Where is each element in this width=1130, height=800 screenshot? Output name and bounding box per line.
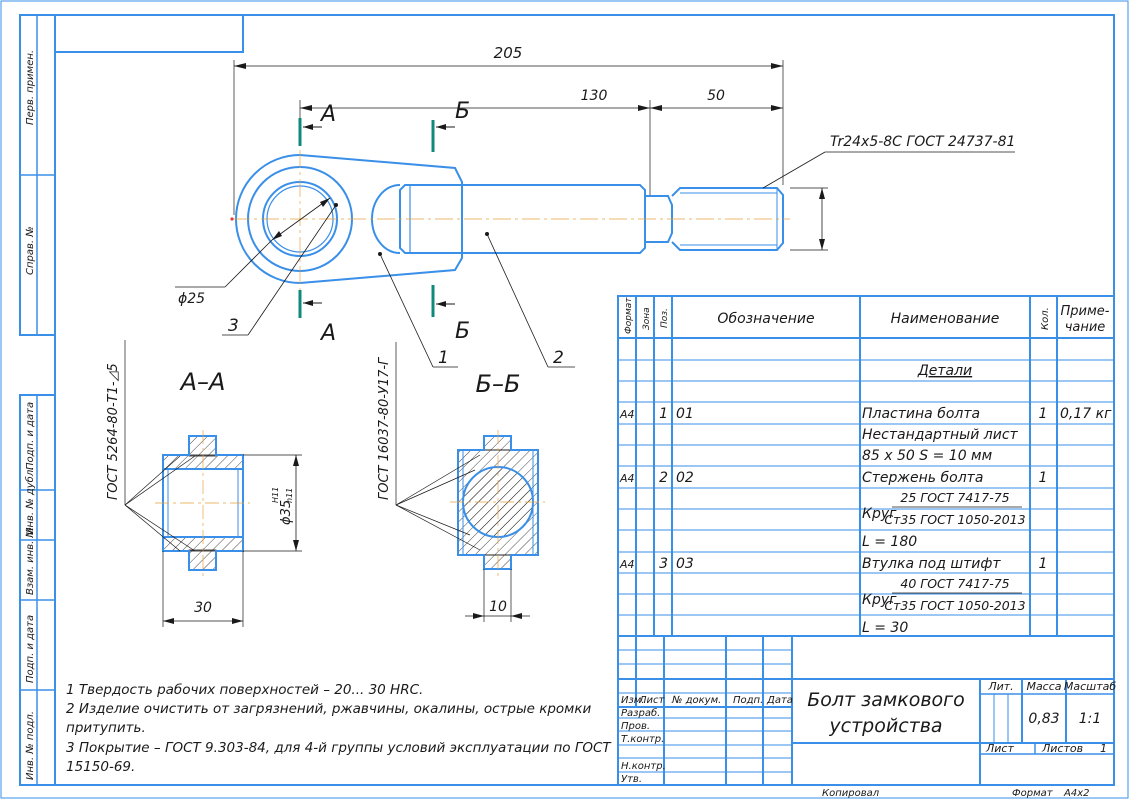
row1-note: 0,17 кг	[1060, 406, 1112, 422]
tb-lit: Лит.	[987, 680, 1013, 693]
dim-phi35-tol-top: H11	[271, 487, 280, 503]
row6-name: L = 180	[862, 534, 917, 550]
tb-scale: Масштаб	[1064, 680, 1116, 693]
header-qty: Кол.	[1040, 307, 1051, 330]
position-3: 3	[228, 316, 239, 336]
tb-copied: Копировал	[822, 788, 880, 799]
tb-sheets: Листов	[1041, 742, 1083, 755]
row8-numerator: 40 ГОСТ 7417-75	[900, 576, 1009, 591]
position-2: 2	[553, 348, 564, 368]
tb-role-3: Т.контр.	[621, 734, 664, 745]
header-format: Формат	[624, 297, 634, 334]
note-line-5: 15150-69.	[66, 759, 135, 775]
row4-name: Стержень болта	[862, 470, 983, 486]
dim-10: 10	[489, 599, 507, 615]
header-pos: Поз.	[660, 308, 670, 328]
tb-sign: Подп.	[733, 695, 763, 706]
header-designation: Обозначение	[717, 311, 814, 327]
header-zone: Зона	[642, 307, 652, 330]
thread-label: Tr24x5-8C ГОСТ 24737-81	[830, 134, 1015, 150]
side-stamps: Перв. примен. Справ. № Подп. и дата Инв.…	[24, 50, 36, 780]
header-note-1: Приме-	[1061, 304, 1110, 319]
row7-name: Втулка под штифт	[862, 556, 1001, 572]
row5-numerator: 25 ГОСТ 7417-75	[900, 490, 1009, 505]
section-mark-a-top: А	[319, 102, 336, 127]
tb-role-1: Разраб.	[621, 707, 660, 719]
tb-format-value: А4x2	[1063, 788, 1089, 799]
note-line-3: притупить.	[66, 720, 146, 736]
technical-notes: 1 Твердость рабочих поверхностей – 20...…	[66, 682, 612, 775]
tb-doc: № докум.	[671, 695, 721, 706]
fit-note-bb: ГОСТ 16037-80-У17-Г	[377, 356, 392, 500]
dim-50: 50	[707, 88, 725, 104]
section-mark-b-top: Б	[455, 99, 470, 124]
row4-qty: 1	[1039, 470, 1048, 486]
tb-izm: Изм.	[621, 695, 645, 706]
dim-phi35-tol-bottom: h11	[285, 488, 294, 503]
stamp-vzam-inv: Взам. инв. №	[25, 527, 36, 595]
header-note-2: чание	[1065, 320, 1106, 335]
header-name: Наименование	[891, 311, 1000, 327]
title-block: Изм. Лист № докум. Подп. Дата Разраб. Пр…	[617, 635, 1116, 799]
row5-krug: Круг	[862, 506, 897, 522]
row1-format: А4	[619, 408, 635, 421]
section-details: Детали	[917, 363, 972, 379]
tb-sheet: Лист	[985, 742, 1014, 755]
tb-format: Формат	[1012, 788, 1054, 799]
section-bb: Б–Б ГОСТ 16037-80-У17-Г 10	[377, 342, 545, 622]
tb-role-2: Пров.	[621, 721, 650, 732]
section-mark-a-bottom: А	[319, 321, 336, 346]
tb-list: Лист	[638, 695, 666, 706]
tb-mass-value: 0,83	[1028, 711, 1059, 727]
main-view: 205 130 50 ϕ25	[175, 44, 1015, 368]
row1-name: Пластина болта	[862, 406, 980, 422]
row9-name: L = 30	[862, 620, 908, 636]
note-line-2: 2 Изделие очистить от загрязнений, ржавч…	[66, 701, 592, 717]
spec-table: Формат Зона Поз. Обозначение Наименовани…	[617, 295, 1115, 637]
section-aa: А–А ГОСТ 5264-80-Т1-◿5 ϕ35 H11 h11 30	[106, 340, 302, 627]
dim-130: 130	[581, 88, 608, 104]
row8-krug: Круг	[862, 592, 897, 608]
drawing-title-line-1: Болт замкового	[807, 689, 965, 711]
row1-pos: 1	[659, 406, 668, 422]
row7-designation: 03	[676, 556, 694, 572]
tb-mass: Масса	[1026, 680, 1061, 693]
dim-30: 30	[194, 600, 212, 616]
fit-note-aa: ГОСТ 5264-80-Т1-◿5	[106, 363, 121, 500]
note-line-4: 3 Покрытие – ГОСТ 9.303-84, для 4-й груп…	[66, 740, 612, 756]
section-title-aa: А–А	[179, 368, 226, 396]
dim-overall: 205	[494, 44, 523, 62]
stamp-podp-data-2: Подп. и дата	[25, 615, 36, 683]
position-1: 1	[438, 348, 449, 368]
row1-designation: 01	[676, 406, 694, 422]
section-mark-b-bottom: Б	[455, 319, 470, 344]
row8-denominator: Ст35 ГОСТ 1050-2013	[884, 598, 1025, 613]
row1-qty: 1	[1039, 406, 1048, 422]
row2-name: Нестандартный лист	[862, 427, 1019, 443]
row5-denominator: Ст35 ГОСТ 1050-2013	[884, 512, 1025, 527]
stamp-podp-data-1: Подп. и дата	[25, 402, 36, 470]
tb-date: Дата	[766, 695, 793, 706]
row4-pos: 2	[659, 470, 668, 486]
row7-format: А4	[619, 558, 635, 571]
stamp-perv-primen: Перв. примен.	[25, 50, 36, 125]
row7-qty: 1	[1039, 556, 1048, 572]
tb-sheets-value: 1	[1100, 742, 1107, 755]
row3-name: 85 x 50 S = 10 мм	[862, 448, 993, 464]
row4-designation: 02	[676, 470, 694, 486]
stamp-sprav: Справ. №	[25, 226, 36, 275]
tb-role-5: Утв.	[621, 774, 642, 785]
tb-scale-value: 1:1	[1079, 711, 1102, 727]
row4-format: А4	[619, 472, 635, 485]
note-line-1: 1 Твердость рабочих поверхностей – 20...…	[66, 682, 423, 698]
stamp-inv-podl: Инв. № подл.	[25, 711, 36, 780]
row7-pos: 3	[659, 556, 668, 572]
dim-phi25: ϕ25	[178, 291, 205, 307]
stamp-inv-dubl: Инв. № дубл.	[24, 467, 36, 535]
dim-phi35: ϕ35	[279, 500, 294, 525]
tb-role-4: Н.контр.	[621, 761, 666, 772]
section-title-bb: Б–Б	[476, 370, 521, 398]
drawing-title-line-2: устройства	[828, 715, 942, 737]
